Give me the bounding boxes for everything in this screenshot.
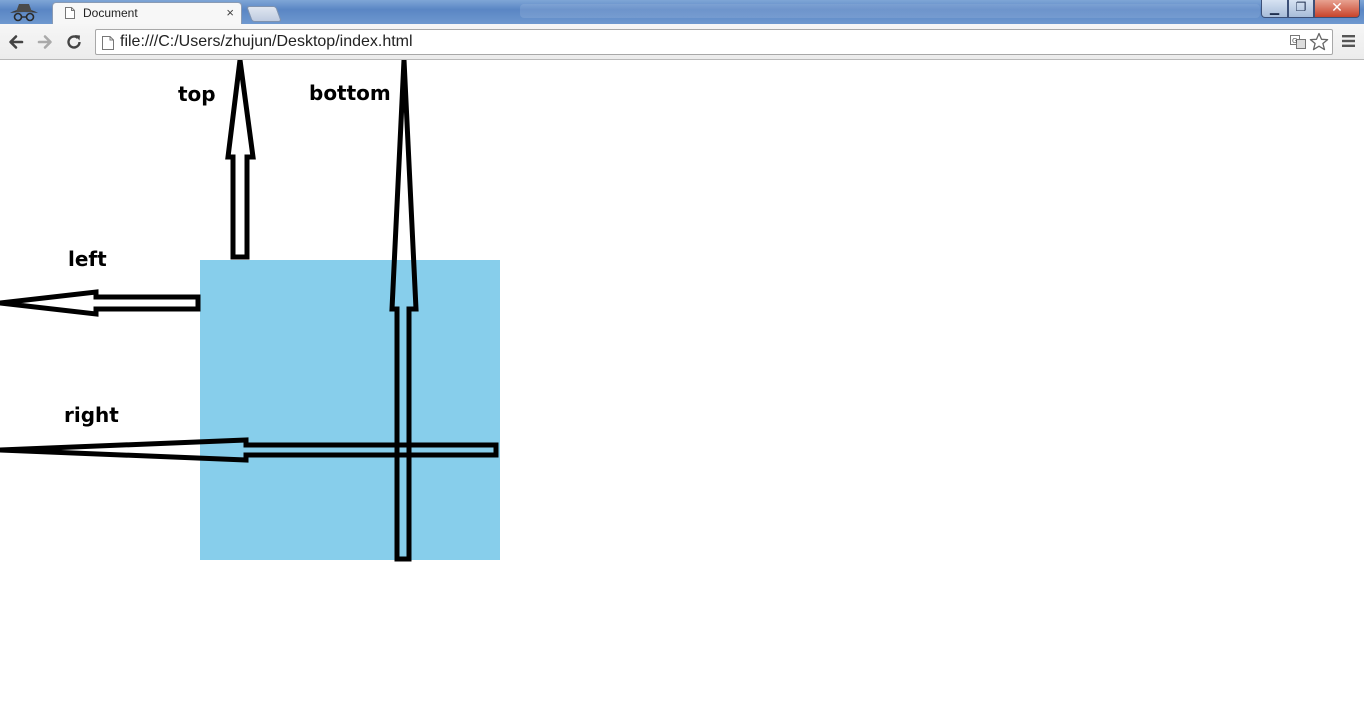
tab-strip: Document × ▁ ❐ ✕ (0, 0, 1364, 24)
page-icon (65, 7, 75, 19)
minimize-button[interactable]: ▁ (1261, 0, 1288, 18)
page-icon (102, 36, 114, 50)
new-tab-button[interactable] (246, 6, 282, 22)
address-bar[interactable]: file:///C:/Users/zhujun/Desktop/index.ht… (95, 29, 1333, 55)
tab-document[interactable]: Document × (52, 2, 242, 24)
annotation-arrows (0, 60, 499, 562)
label-right: right (64, 403, 119, 427)
left-arrow (0, 289, 201, 317)
close-window-button[interactable]: ✕ (1314, 0, 1360, 18)
top-arrow (225, 60, 256, 260)
browser-toolbar: file:///C:/Users/zhujun/Desktop/index.ht… (0, 24, 1364, 60)
page-content: top bottom left right (0, 60, 1364, 703)
back-arrow-icon[interactable] (6, 32, 26, 52)
positioned-box (200, 260, 500, 560)
label-bottom: bottom (309, 81, 391, 105)
label-left: left (68, 247, 107, 271)
url-text[interactable]: file:///C:/Users/zhujun/Desktop/index.ht… (120, 33, 413, 50)
background-window-blur (520, 4, 1260, 18)
forward-arrow-icon[interactable] (35, 32, 55, 52)
svg-text:G: G (1292, 37, 1297, 45)
translate-icon[interactable]: G (1290, 35, 1306, 49)
tab-close-icon[interactable]: × (226, 5, 234, 20)
right-arrow (0, 437, 499, 463)
maximize-button[interactable]: ❐ (1288, 0, 1314, 18)
menu-icon[interactable] (1341, 34, 1357, 48)
label-top: top (178, 82, 216, 106)
incognito-icon (10, 4, 38, 22)
reload-icon[interactable] (64, 32, 84, 52)
bottom-arrow (389, 60, 419, 562)
bookmark-star-icon[interactable] (1309, 32, 1329, 52)
tab-title: Document (83, 6, 138, 20)
